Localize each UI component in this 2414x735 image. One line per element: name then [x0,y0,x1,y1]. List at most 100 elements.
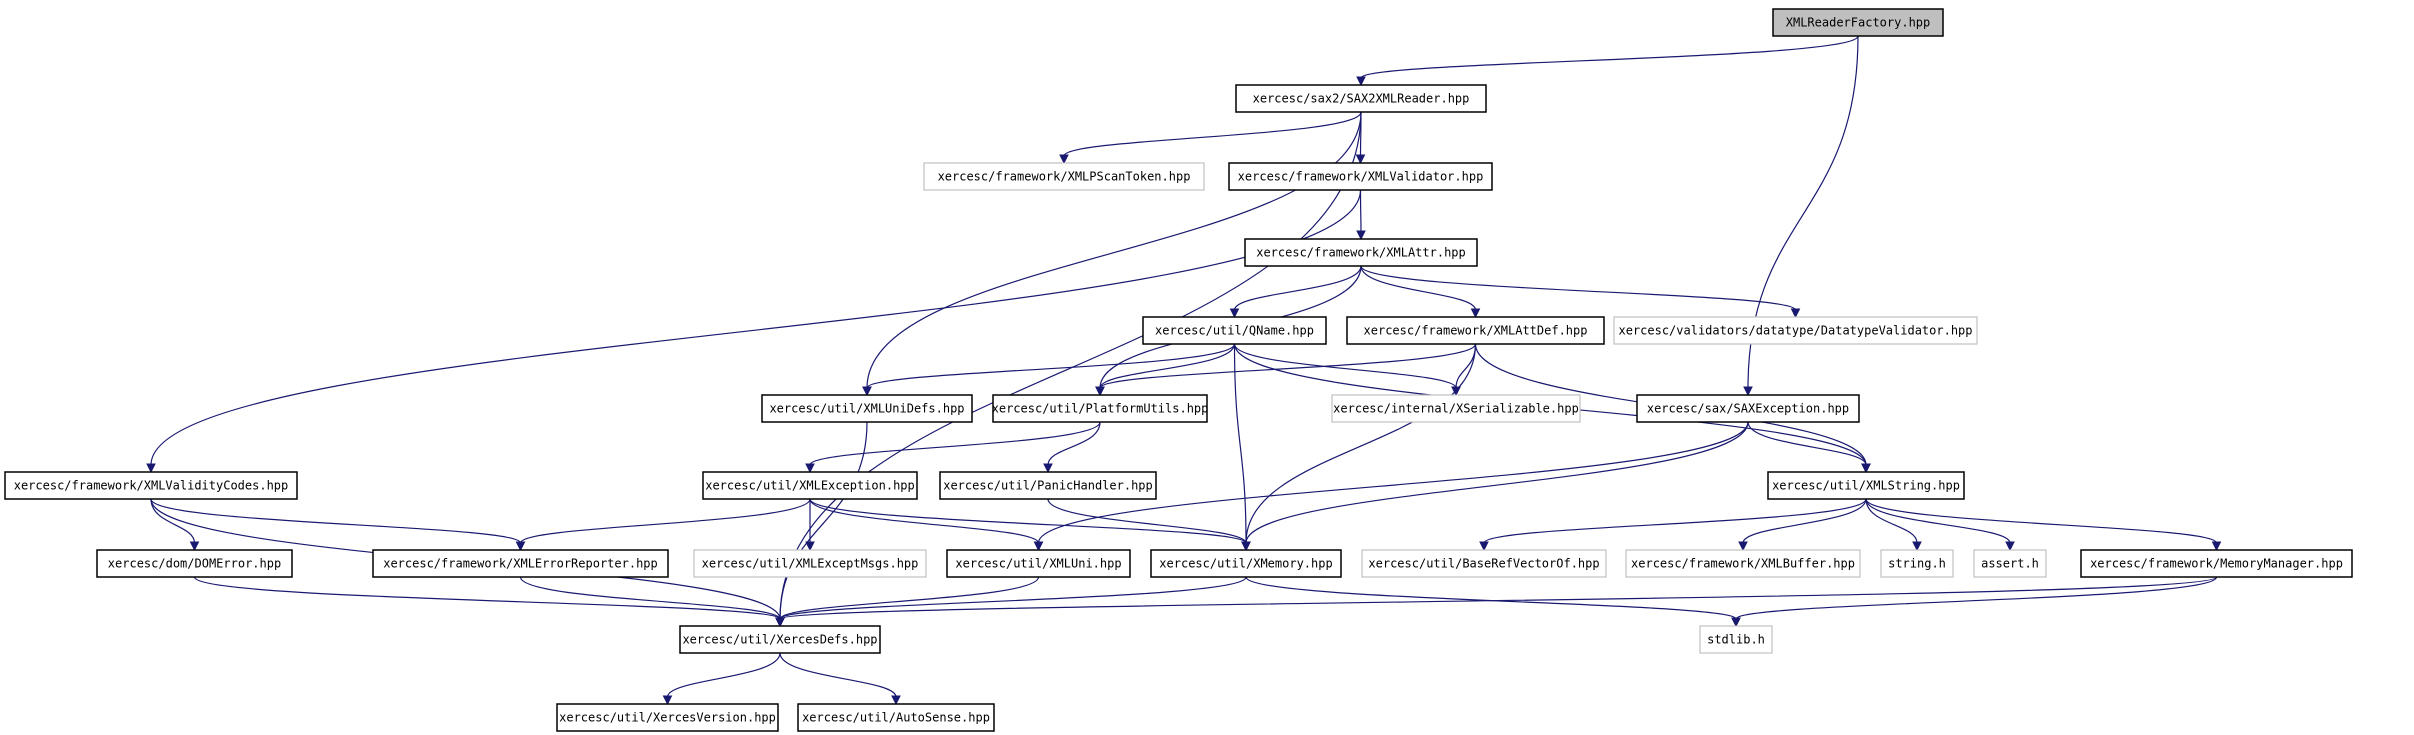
edge-line [1360,35,1859,79]
edge-line [1063,111,1362,157]
node-xmlvalidity-codes[interactable]: xercesc/framework/XMLValidityCodes.hpp [4,471,298,500]
edge-xmlexception-to-xmlexcept-msgs [805,499,815,552]
edge-xmlexception-to-xmluni [809,498,1044,552]
node-box [797,703,995,732]
edges-layer [146,35,2222,706]
node-base-ref-vector-of: xercesc/util/BaseRefVectorOf.hpp [1361,549,1607,578]
node-box [693,549,927,578]
node-string-h: string.h [1880,549,1954,578]
node-box [946,549,1131,578]
edge-line [150,498,196,544]
arrowhead-icon [1912,541,1922,552]
edge-line [666,652,781,698]
node-qname[interactable]: xercesc/util/QName.hpp [1142,316,1327,345]
node-box [1772,8,1944,37]
node-box [1331,394,1581,423]
node-xmlreader-factory[interactable]: XMLReaderFactory.hpp [1772,8,1944,37]
edge-memory-manager-to-xerces-defs [775,576,2218,628]
node-box [939,471,1157,500]
arrowhead-icon [146,463,156,474]
edge-xmluni-defs-to-xerces-defs [775,421,868,628]
edge-xmlattr-to-datatype-validator [1360,265,1801,319]
node-box [1235,84,1487,113]
edge-xmlvalidity-codes-to-domerror [150,498,200,552]
arrowhead-icon [1731,617,1741,628]
node-xserializable: xercesc/internal/XSerializable.hpp [1331,394,1581,423]
node-xmlattr[interactable]: xercesc/framework/XMLAttr.hpp [1244,238,1478,267]
node-domerror[interactable]: xercesc/dom/DOMError.hpp [96,549,293,578]
node-box [1613,316,1978,345]
node-xmlvalidator[interactable]: xercesc/framework/XMLValidator.hpp [1228,162,1493,191]
node-xmlexception[interactable]: xercesc/util/XMLException.hpp [702,471,918,500]
arrowhead-icon [662,695,673,706]
node-box [1142,316,1327,345]
edge-platform-utils-to-xmlexception [805,421,1101,474]
edge-xmlerror-reporter-to-xerces-defs [519,576,785,628]
node-label: xercesc/framework/XMLBuffer.hpp [1631,557,1855,571]
node-box [1150,549,1342,578]
edge-line [779,576,1247,620]
edge-xmlattr-to-xmlatt-def [1360,265,1481,319]
arrowhead-icon [2211,541,2222,552]
node-saxexception[interactable]: xercesc/sax/SAXException.hpp [1636,394,1860,423]
arrowhead-icon [1861,463,1871,474]
node-sax2-xmlreader[interactable]: xercesc/sax2/SAX2XMLReader.hpp [1235,84,1487,113]
edge-line [1742,498,1867,544]
arrowhead-icon [189,541,200,552]
edge-qname-to-xmluni-defs [862,343,1236,397]
node-label: xercesc/util/XMLException.hpp [705,479,915,493]
edge-platform-utils-to-panic-handler [1043,421,1101,474]
arrowhead-icon [862,386,872,397]
node-xmemory[interactable]: xercesc/util/XMemory.hpp [1150,549,1342,578]
node-label: xercesc/util/AutoSense.hpp [802,711,990,725]
node-box [761,394,973,423]
edge-xerces-defs-to-xerces-version [662,652,781,706]
node-memory-manager[interactable]: xercesc/framework/MemoryManager.hpp [2080,549,2353,578]
edge-line [1099,343,1477,389]
node-xmluni-defs[interactable]: xercesc/util/XMLUniDefs.hpp [761,394,973,423]
node-xerces-defs[interactable]: xercesc/util/XercesDefs.hpp [679,625,881,654]
node-label: xercesc/util/QName.hpp [1155,324,1314,338]
edge-line [1747,421,1867,466]
node-xmlstring[interactable]: xercesc/util/XMLString.hpp [1767,471,1965,500]
node-xmluni[interactable]: xercesc/util/XMLUni.hpp [946,549,1131,578]
node-label: xercesc/util/XMLString.hpp [1772,479,1960,493]
arrowhead-icon [1356,230,1366,241]
edge-line [779,421,868,620]
edge-xmlvalidity-codes-to-xmlerror-reporter [150,498,526,552]
node-label: xercesc/util/PlatformUtils.hpp [992,402,1209,416]
node-platform-utils[interactable]: xercesc/util/PlatformUtils.hpp [992,394,1209,423]
node-box [1625,549,1861,578]
node-box [1636,394,1860,423]
arrowhead-icon [2005,541,2015,552]
edge-line [519,498,811,544]
node-label: xercesc/framework/XMLValidator.hpp [1238,170,1484,184]
node-xmlatt-def[interactable]: xercesc/framework/XMLAttDef.hpp [1346,316,1605,345]
node-box [372,549,669,578]
node-stdlib-h: stdlib.h [1699,625,1773,654]
node-label: xercesc/util/XMemory.hpp [1159,557,1332,571]
edge-xmlreader-factory-to-sax2-xmlreader [1356,35,1859,87]
node-label: xercesc/util/XMLUni.hpp [955,557,1121,571]
edge-memory-manager-to-stdlib-h [1731,576,2218,628]
node-box [1880,549,1954,578]
node-xmlpscan-token: xercesc/framework/XMLPScanToken.hpp [923,162,1205,191]
node-label: xercesc/validators/datatype/DatatypeVali… [1618,324,1972,338]
edge-line [519,576,781,620]
edge-line [1233,265,1362,311]
edge-line [1099,343,1236,389]
edge-line [1865,498,2218,544]
arrowhead-icon [1043,463,1053,474]
node-label: XMLReaderFactory.hpp [1786,16,1931,30]
node-auto-sense[interactable]: xercesc/util/AutoSense.hpp [797,703,995,732]
nodes-layer: XMLReaderFactory.hpp xercesc/sax2/SAX2XML… [4,8,2353,732]
arrowhead-icon [1470,308,1481,319]
node-xerces-version[interactable]: xercesc/util/XercesVersion.hpp [556,703,779,732]
node-label: xercesc/sax2/SAX2XMLReader.hpp [1253,92,1470,106]
node-panic-handler[interactable]: xercesc/util/PanicHandler.hpp [939,471,1157,500]
node-assert-h: assert.h [1973,549,2047,578]
arrowhead-icon [515,541,526,552]
node-xmlerror-reporter[interactable]: xercesc/framework/XMLErrorReporter.hpp [372,549,669,578]
arrowhead-icon [1059,154,1069,165]
node-label: xercesc/util/XercesVersion.hpp [559,711,776,725]
